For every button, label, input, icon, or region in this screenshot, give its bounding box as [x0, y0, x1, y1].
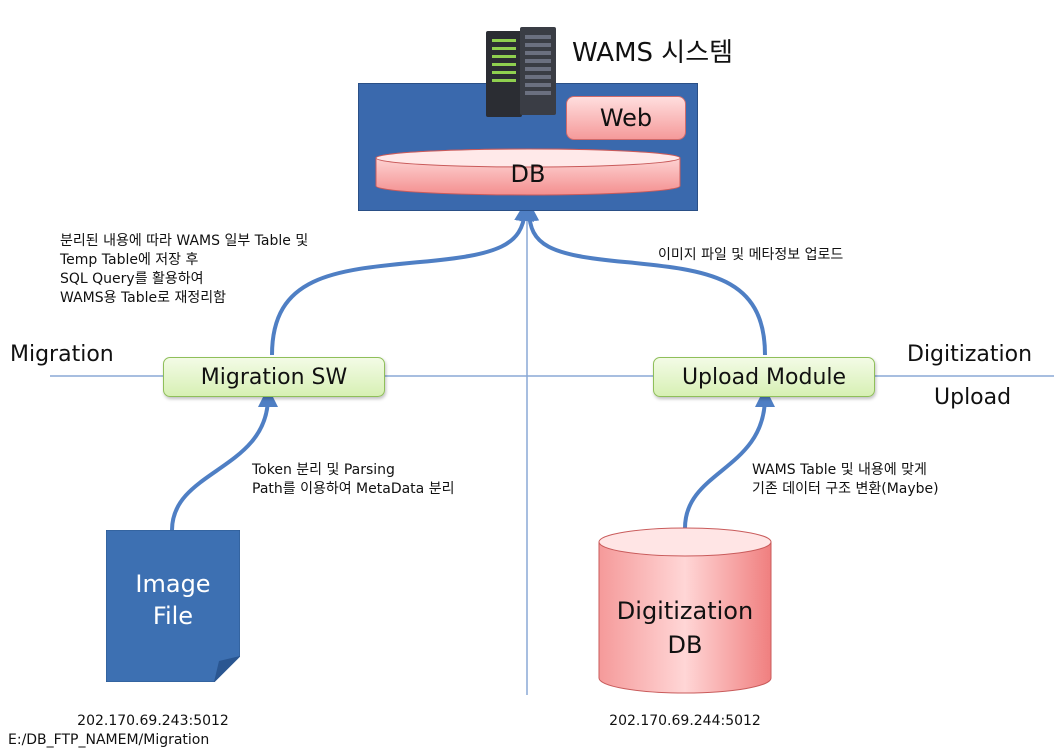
digitization-db-label-line: DB	[667, 631, 703, 659]
migration-note-line: Temp Table에 저장 후	[60, 252, 199, 268]
server-rack-icon	[486, 27, 556, 117]
address-line: E:/DB_FTP_NAMEM/Migration	[8, 732, 210, 748]
db-label: DB	[510, 160, 546, 188]
web-box: Web	[566, 96, 686, 140]
upload-module-label: Upload Module	[681, 364, 847, 390]
digitization-side-label: Digitization	[907, 342, 1033, 367]
wams-db-cylinder	[375, 148, 681, 196]
parsing-note: Token 분리 및 Parsing Path를 이용하여 MetaData 분…	[252, 461, 454, 499]
upload-note: 이미지 파일 및 메타정보 업로드	[658, 247, 844, 263]
image-file-document-icon	[106, 530, 240, 682]
parsing-note-line: Path를 이용하여 MetaData 분리	[252, 481, 455, 497]
digitization-db-address: 202.170.69.244:5012	[609, 713, 761, 729]
migration-note-line: SQL Query를 활용하여	[60, 271, 204, 287]
image-file-label-line: File	[152, 602, 194, 630]
image-file-label: Image File	[106, 568, 240, 632]
web-label: Web	[599, 104, 653, 132]
migration-note-line: WAMS용 Table로 재정리함	[60, 290, 227, 306]
parsing-note-line: Token 분리 및 Parsing	[252, 462, 395, 478]
migration-sw-box: Migration SW	[163, 357, 385, 397]
migration-note: 분리된 내용에 따라 WAMS 일부 Table 및 Temp Table에 저…	[60, 232, 308, 308]
image-file-label-line: Image	[135, 570, 211, 598]
conversion-note-line: 기존 데이터 구조 변환(Maybe)	[752, 481, 939, 497]
migration-to-system-arrow	[270, 201, 535, 356]
digitization-db-label-line: Digitization	[616, 597, 754, 625]
system-title: WAMS 시스템	[572, 38, 734, 68]
upload-to-system-arrow	[519, 201, 767, 356]
upload-side-label: Upload	[934, 385, 1012, 410]
migration-note-line: 분리된 내용에 따라 WAMS 일부 Table 및	[60, 233, 309, 249]
address-line: 202.170.69.243:5012	[77, 713, 229, 729]
conversion-note: WAMS Table 및 내용에 맞게 기존 데이터 구조 변환(Maybe)	[752, 461, 939, 499]
conversion-note-line: WAMS Table 및 내용에 맞게	[752, 462, 927, 478]
digitization-db-cylinder	[598, 527, 772, 694]
migration-side-label: Migration	[10, 342, 114, 367]
image-file-address: 202.170.69.243:5012 E:/DB_FTP_NAMEM/Migr…	[8, 712, 298, 750]
upload-module-box: Upload Module	[653, 357, 875, 397]
digitization-db-label: Digitization DB	[597, 594, 773, 662]
migration-sw-label: Migration SW	[200, 364, 348, 390]
db-to-upload-arrow	[683, 387, 775, 529]
image-to-migration-arrow	[170, 387, 278, 531]
